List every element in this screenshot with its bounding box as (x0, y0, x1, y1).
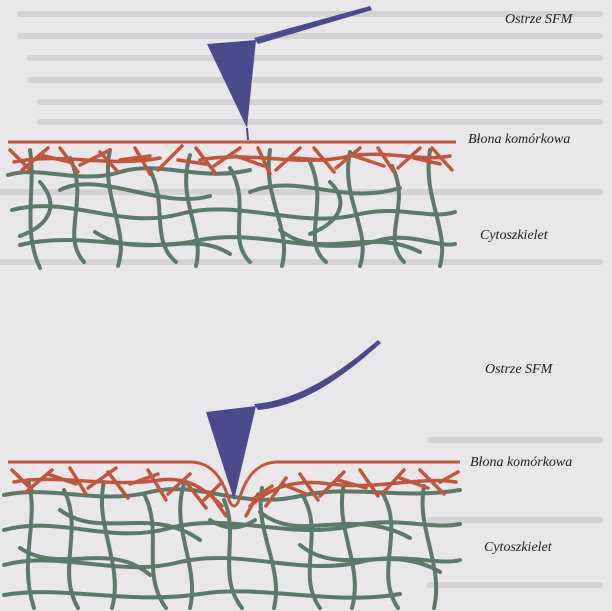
label-membrane-top: Błona komórkowa (468, 132, 570, 148)
panel-top (8, 6, 456, 268)
label-membrane-bottom: Błona komórkowa (470, 455, 572, 471)
sfm-cantilever-bottom (254, 340, 381, 410)
label-sfm-tip-top: Ostrze SFM (505, 12, 572, 28)
label-cytoskeleton-top: Cytoszkielet (480, 228, 548, 244)
label-cytoskeleton-bottom: Cytoszkielet (484, 540, 552, 556)
sfm-tip-bottom (206, 406, 256, 500)
background-ghost-text (0, 14, 600, 585)
sfm-tip-top (207, 40, 256, 128)
label-sfm-tip-bottom: Ostrze SFM (485, 362, 552, 378)
sfm-tip-apex-line-top (247, 128, 248, 140)
cytoskeleton-network-bottom (4, 480, 460, 608)
panel-bottom (4, 340, 460, 608)
